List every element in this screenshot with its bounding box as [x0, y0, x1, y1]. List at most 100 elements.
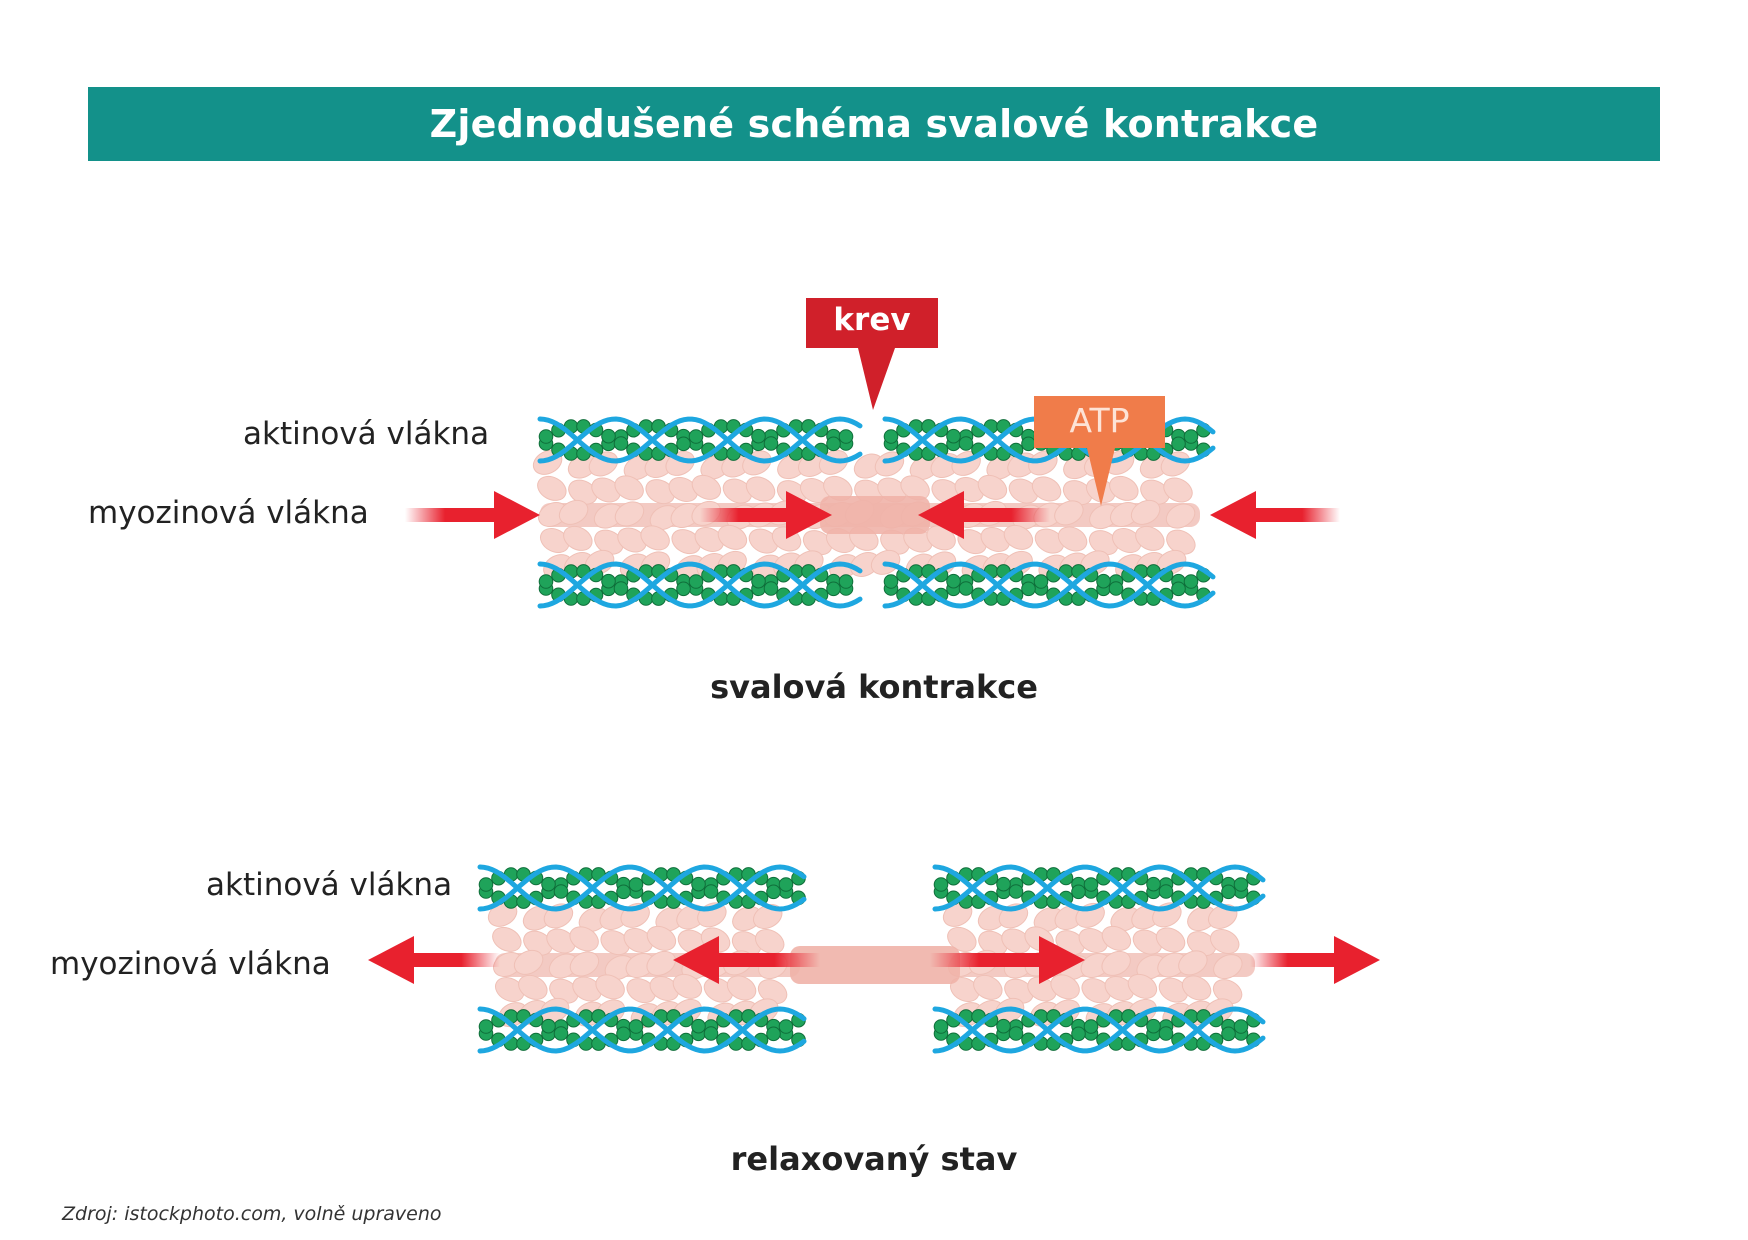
- myosin-head: [672, 973, 703, 999]
- actin-bottom-right: [882, 561, 1216, 609]
- actin-bead: [628, 1019, 644, 1034]
- myosin-head: [617, 527, 647, 553]
- arrow-shaft: [700, 508, 786, 522]
- myosin-head: [1109, 475, 1139, 501]
- diagram-title: Zjednodušené schéma svalové kontrakce: [429, 102, 1319, 146]
- tropomyosin-strand: [932, 1006, 1266, 1054]
- relaxed-actin-bottom-left: [477, 1006, 807, 1054]
- myosin-head: [1101, 925, 1132, 951]
- myosin-head: [726, 975, 757, 1001]
- actin-bead: [1171, 436, 1186, 452]
- relaxed-myosin-label: myozinová vlákna: [50, 946, 331, 982]
- arrow-head: [368, 936, 414, 984]
- actin-bead: [688, 574, 704, 589]
- arrow-inner-right: [930, 936, 1085, 984]
- myosin-head: [1165, 503, 1196, 529]
- arrow-in-right: [1210, 491, 1340, 539]
- actin-bead: [826, 581, 841, 597]
- myosin-head: [1001, 928, 1031, 954]
- actin-bead: [1033, 574, 1049, 589]
- actin-bead: [1171, 581, 1186, 597]
- myosin-head: [977, 474, 1008, 500]
- actin-bead: [613, 581, 629, 596]
- actin-bead: [1008, 1026, 1024, 1041]
- actin-bead: [616, 884, 631, 900]
- m-line-zone: [820, 496, 930, 534]
- actin-bead: [946, 428, 961, 444]
- actin-bead: [1158, 884, 1174, 899]
- actin-bead: [883, 429, 899, 444]
- actin-bead: [958, 436, 974, 451]
- actin-bead: [1083, 1019, 1099, 1034]
- arrow-head: [1210, 491, 1256, 539]
- myosin-head: [1130, 499, 1161, 525]
- myosin-head: [755, 929, 785, 955]
- arrow-head: [918, 491, 964, 539]
- myosin-head: [558, 499, 589, 525]
- tropomyosin-strand: [477, 1006, 807, 1054]
- actin-bead: [778, 877, 794, 892]
- tropomyosin-strand: [537, 561, 863, 609]
- myosin-head: [614, 501, 645, 527]
- myosin-head: [1034, 528, 1065, 554]
- blood-callout-shape: [806, 298, 938, 410]
- actin-bead: [541, 1018, 556, 1034]
- actin-bead: [996, 1018, 1011, 1034]
- myosin-head: [626, 978, 656, 1004]
- actin-bead: [1233, 877, 1249, 892]
- actin-bead: [538, 574, 554, 589]
- myosin-head: [668, 476, 698, 502]
- actin-bead: [1071, 1026, 1086, 1042]
- actin-bead: [751, 573, 766, 589]
- actin-bead: [553, 884, 569, 899]
- myosin-head: [518, 974, 548, 1000]
- myosin-head: [1101, 950, 1131, 976]
- actin-bead: [933, 1019, 949, 1034]
- actin-bead: [676, 436, 691, 452]
- actin-bead: [703, 1026, 719, 1041]
- myosin-head: [1104, 975, 1134, 1001]
- tropomyosin-strand: [537, 416, 863, 464]
- arrow-shaft: [414, 953, 500, 967]
- actin-bead: [751, 428, 766, 444]
- myosin-head: [595, 974, 625, 1000]
- arrow-shaft: [719, 953, 820, 967]
- actin-bead: [688, 429, 704, 444]
- myosin-head: [646, 925, 677, 951]
- tropomyosin-strand: [932, 864, 1266, 912]
- actin-bead: [838, 574, 854, 589]
- actin-bead: [628, 877, 644, 892]
- myosin-head: [1003, 524, 1034, 550]
- myosin-head: [614, 475, 644, 501]
- actin-bead: [1108, 581, 1124, 596]
- tropomyosin-strand: [882, 561, 1216, 609]
- tropomyosin-strand: [537, 561, 863, 609]
- actin-bead: [691, 876, 706, 892]
- actin-bead: [616, 1026, 631, 1042]
- arrow-out-right: [1250, 936, 1380, 984]
- actin-bead: [1183, 429, 1199, 444]
- myosin-head: [1054, 500, 1084, 526]
- myosin-head: [1135, 525, 1165, 551]
- myosin-head: [569, 926, 599, 952]
- actin-bead: [613, 436, 629, 451]
- myosin-head: [569, 951, 600, 977]
- myosin-head: [1163, 477, 1193, 503]
- myosin-head: [492, 926, 522, 952]
- relaxed-m-line-zone: [790, 946, 960, 984]
- actin-top-left: [537, 416, 863, 464]
- actin-bead: [766, 884, 781, 900]
- myosin-head: [591, 477, 621, 503]
- arrow-shaft: [1256, 508, 1340, 522]
- actin-bead: [946, 573, 961, 589]
- actin-bead: [763, 581, 779, 596]
- actin-bead: [553, 1026, 569, 1041]
- contraction-actin-label: aktinová vlákna: [243, 416, 490, 452]
- actin-bead: [996, 876, 1011, 892]
- myosin-head: [1158, 977, 1189, 1003]
- actin-bead: [478, 877, 494, 892]
- actin-bead: [478, 1019, 494, 1034]
- myosin-head: [980, 526, 1010, 552]
- actin-bead: [1146, 1018, 1161, 1034]
- myosin-head: [1112, 528, 1142, 554]
